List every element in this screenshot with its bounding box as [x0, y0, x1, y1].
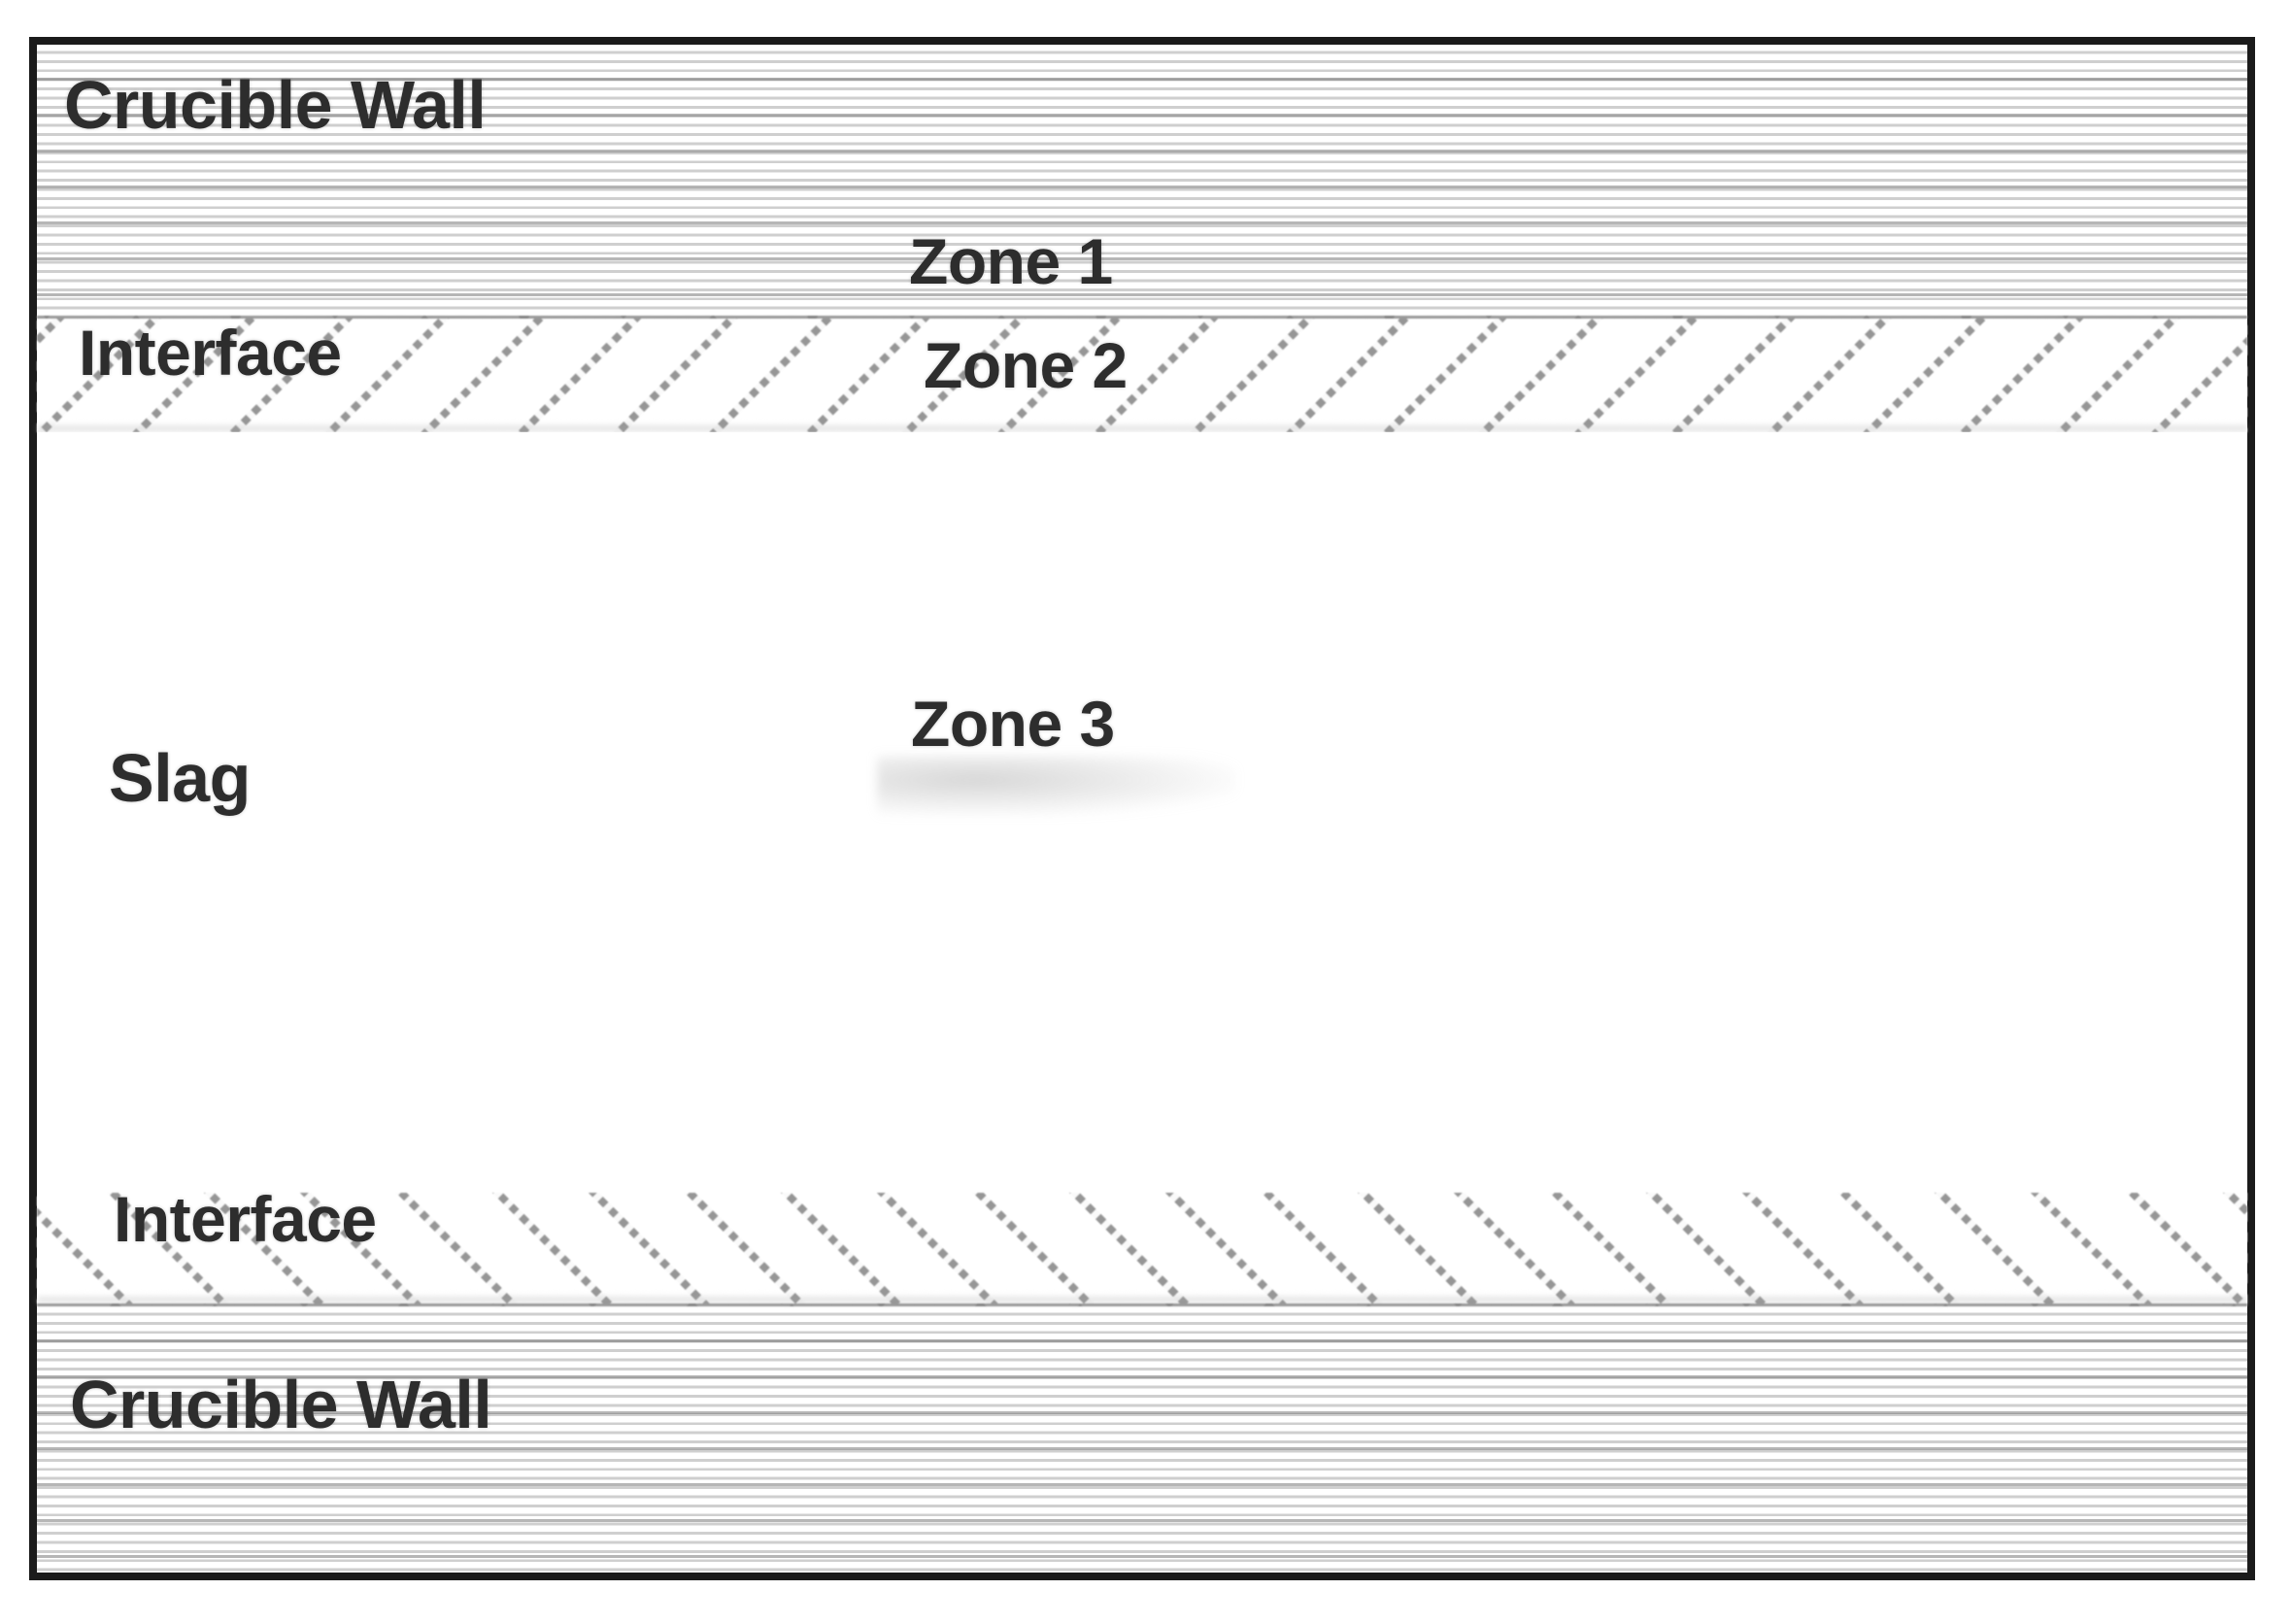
- region-interface-bottom: [37, 1193, 2247, 1306]
- slag-label: Slag: [109, 740, 251, 816]
- zone-1-label: Zone 1: [909, 225, 1113, 297]
- zone-3-label: Zone 3: [911, 688, 1115, 760]
- region-crucible-wall-bottom: [37, 1306, 2247, 1573]
- interface-bottom-label: Interface: [114, 1183, 377, 1255]
- interface-top-label: Interface: [79, 317, 342, 389]
- zone-2-label: Zone 2: [924, 329, 1128, 401]
- crucible-cross-section-diagram: Crucible Wall Zone 1 Interface Zone 2 Zo…: [29, 37, 2255, 1580]
- crucible-wall-top-label: Crucible Wall: [64, 67, 487, 143]
- scan-smudge: [877, 756, 1236, 816]
- region-interface-top: [37, 316, 2247, 432]
- region-slag: [37, 432, 2247, 1193]
- crucible-wall-bottom-label: Crucible Wall: [70, 1367, 492, 1442]
- region-crucible-wall-top: [37, 45, 2247, 316]
